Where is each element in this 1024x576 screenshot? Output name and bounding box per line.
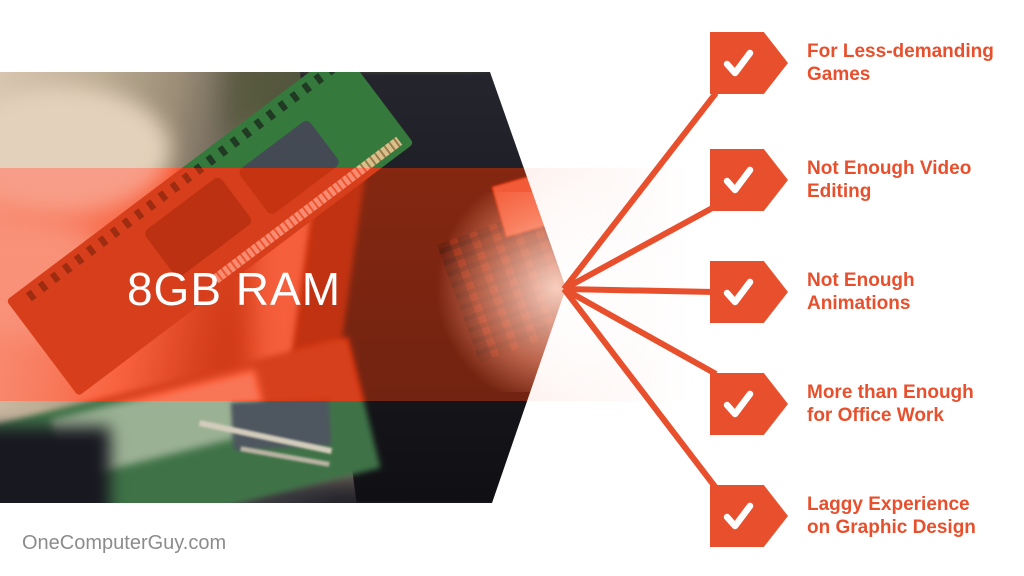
check-badge [710,261,788,323]
check-badge [710,373,788,435]
check-badge [710,32,788,94]
hero-title: 8GB RAM [126,263,342,315]
checklist-label: Not Enough Animations [807,269,1022,315]
check-icon [723,390,754,418]
ram-photo: 8GB RAM [0,72,566,503]
dark-corner-shadow [0,427,110,503]
checklist-label-line: Games [807,64,871,85]
watermark-text: OneComputerGuy.com [22,532,227,554]
checklist-label-line: For Less-demanding [807,41,994,62]
check-icon [723,502,754,530]
checklist-label-line: Not Enough Animations [807,270,915,314]
checklist-label-line: More than Enough [807,382,974,403]
checklist-label-line: on Graphic Design [807,517,976,538]
check-icon [723,49,754,77]
light-leak-glow [420,192,566,392]
checklist-label-line: Laggy Experience [807,494,970,515]
check-badge [710,149,788,211]
checklist-label-line: Editing [807,181,872,202]
check-icon [723,278,754,306]
checklist-row: Not Enough Animations [710,261,1022,323]
checklist-label-line: Not Enough Video [807,158,972,179]
check-badge [710,485,788,547]
checklist-label-line: for Office Work [807,405,944,426]
check-icon [723,166,754,194]
